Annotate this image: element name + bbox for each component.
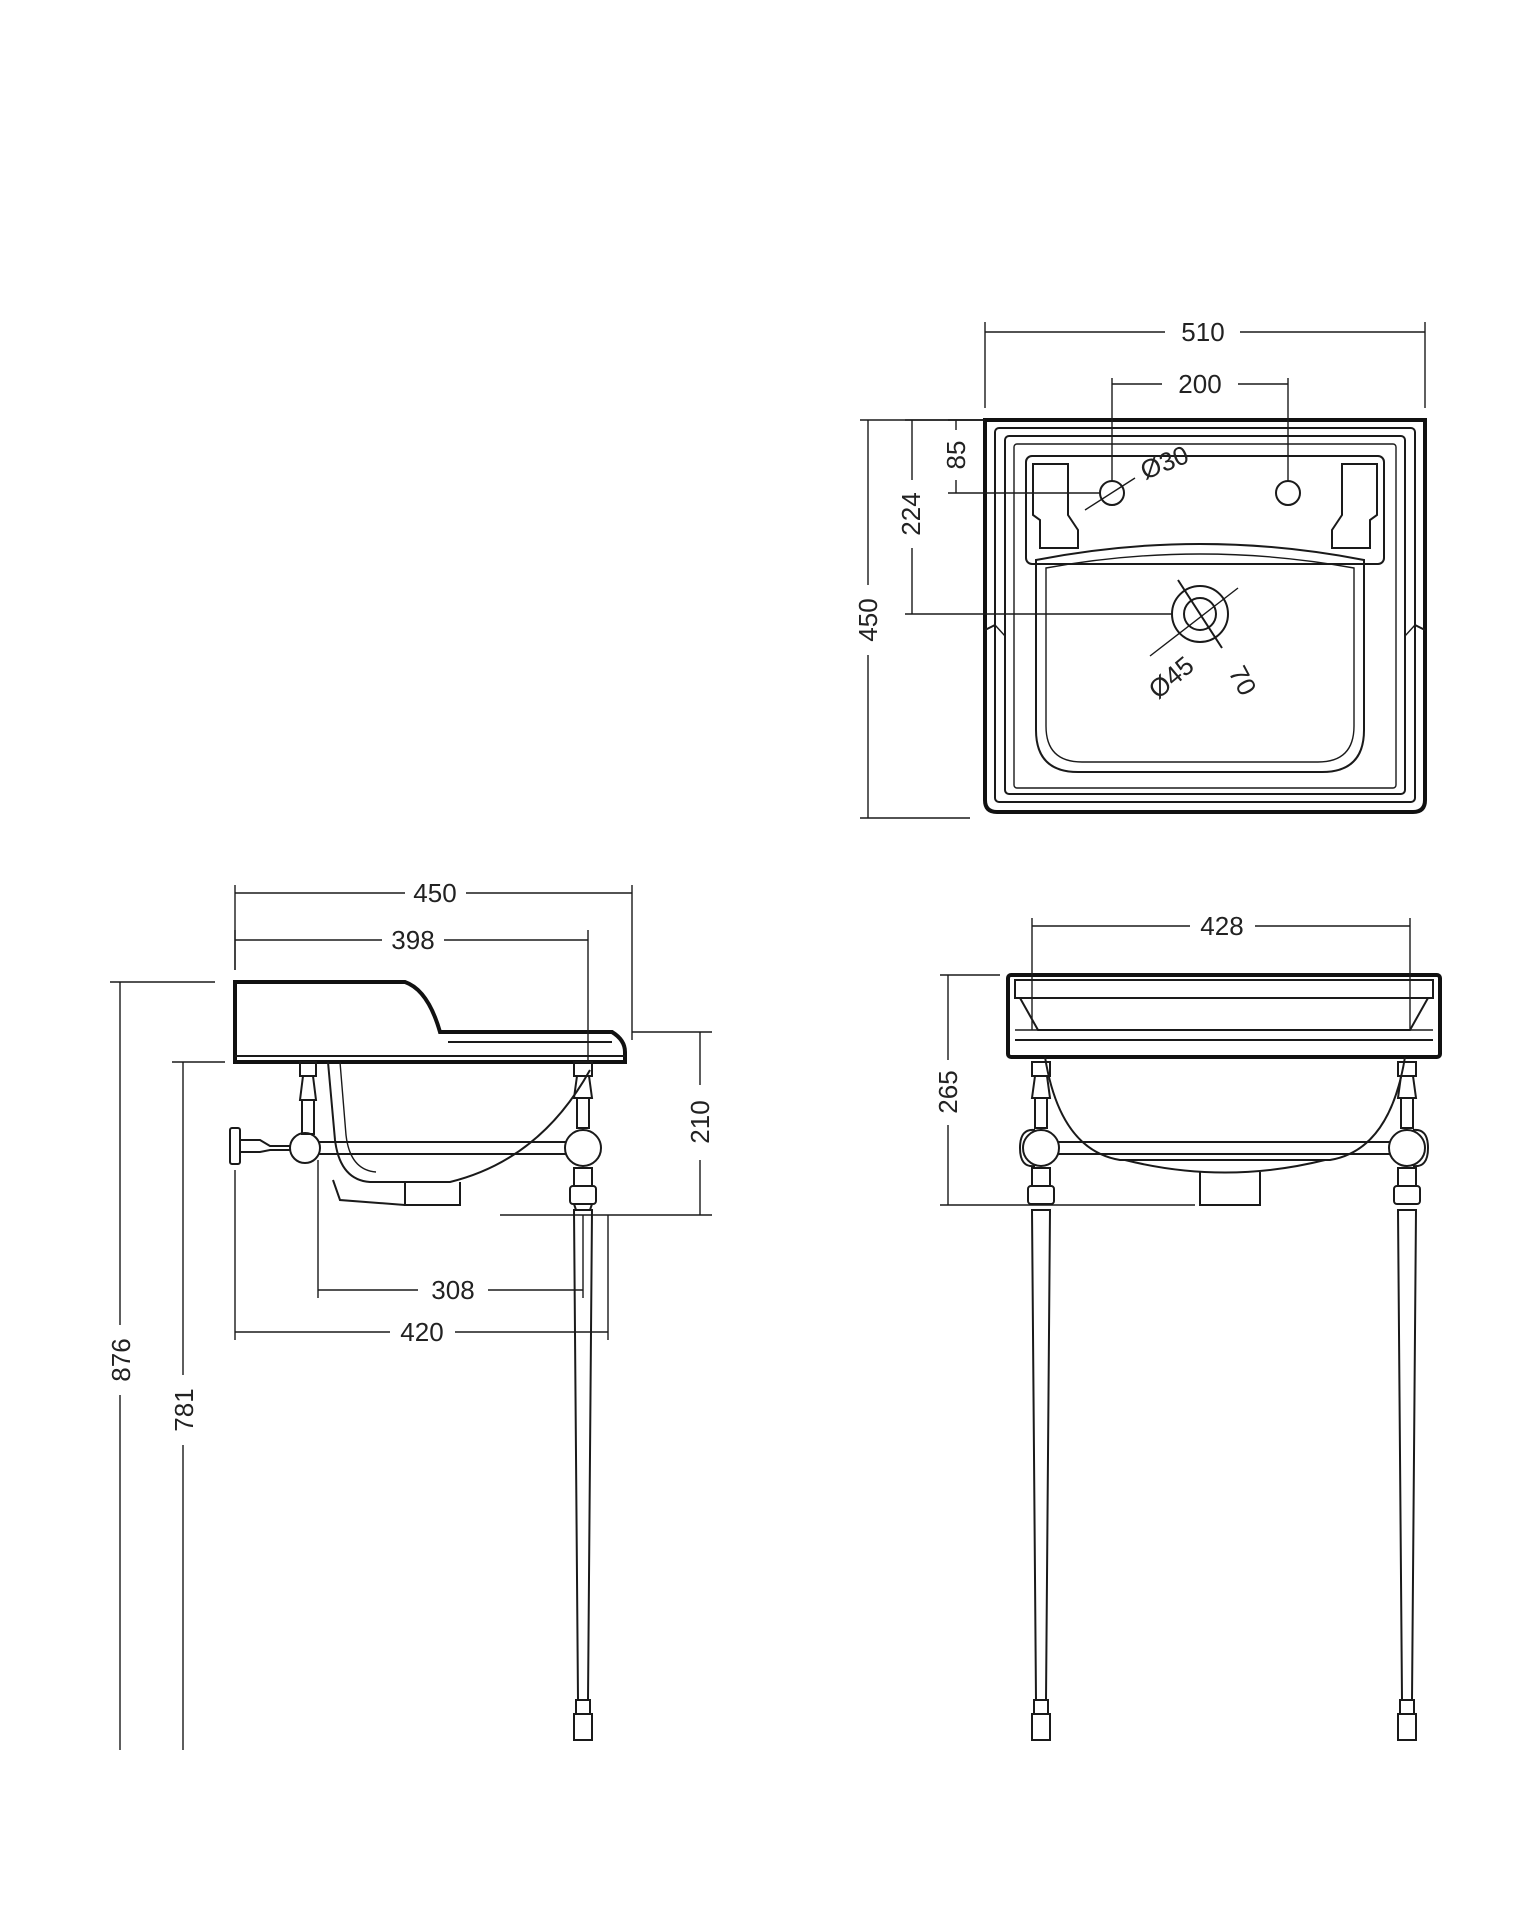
dim-308-label: 308 (431, 1275, 474, 1305)
dim-265-label: 265 (933, 1070, 963, 1113)
dim-265: 265 (933, 974, 1195, 1206)
waste-diameter-label: Ø45 (1143, 650, 1200, 705)
front-view: 428 265 (933, 911, 1442, 1741)
tap-hole-right (1275, 480, 1301, 506)
top-view: 510 200 85 Ø30 224 (853, 317, 1427, 819)
dim-450-side-label: 450 (413, 878, 456, 908)
dim-781-label: 781 (169, 1388, 199, 1431)
dim-781: 781 (169, 1061, 225, 1750)
dim-85-label: 85 (941, 441, 971, 470)
dim-510-label: 510 (1181, 317, 1224, 347)
dim-876-label: 876 (106, 1338, 136, 1381)
dim-420: 420 (234, 1170, 609, 1347)
dim-200: 200 (1111, 369, 1289, 482)
dim-398: 398 (234, 925, 589, 1062)
tap-hole-diameter-label: Ø30 (1136, 439, 1193, 485)
dim-210-label: 210 (685, 1100, 715, 1143)
dim-308: 308 (317, 1160, 584, 1305)
dim-398-label: 398 (391, 925, 434, 955)
dim-210: 210 (500, 1031, 715, 1216)
waste-outer-label: 70 (1223, 661, 1263, 701)
dim-510: 510 (984, 317, 1426, 408)
dim-876: 876 (106, 981, 215, 1750)
dim-224-label: 224 (896, 492, 926, 535)
dim-450-top-label: 450 (853, 598, 883, 641)
dim-420-label: 420 (400, 1317, 443, 1347)
dim-200-label: 200 (1178, 369, 1221, 399)
dim-224: 224 (896, 419, 1172, 615)
dim-450-side: 450 (234, 878, 633, 1040)
dim-450-top: 450 (853, 419, 985, 819)
dim-428-label: 428 (1200, 911, 1243, 941)
side-view: 450 398 210 308 (106, 878, 715, 1750)
dim-428: 428 (1031, 911, 1411, 1030)
